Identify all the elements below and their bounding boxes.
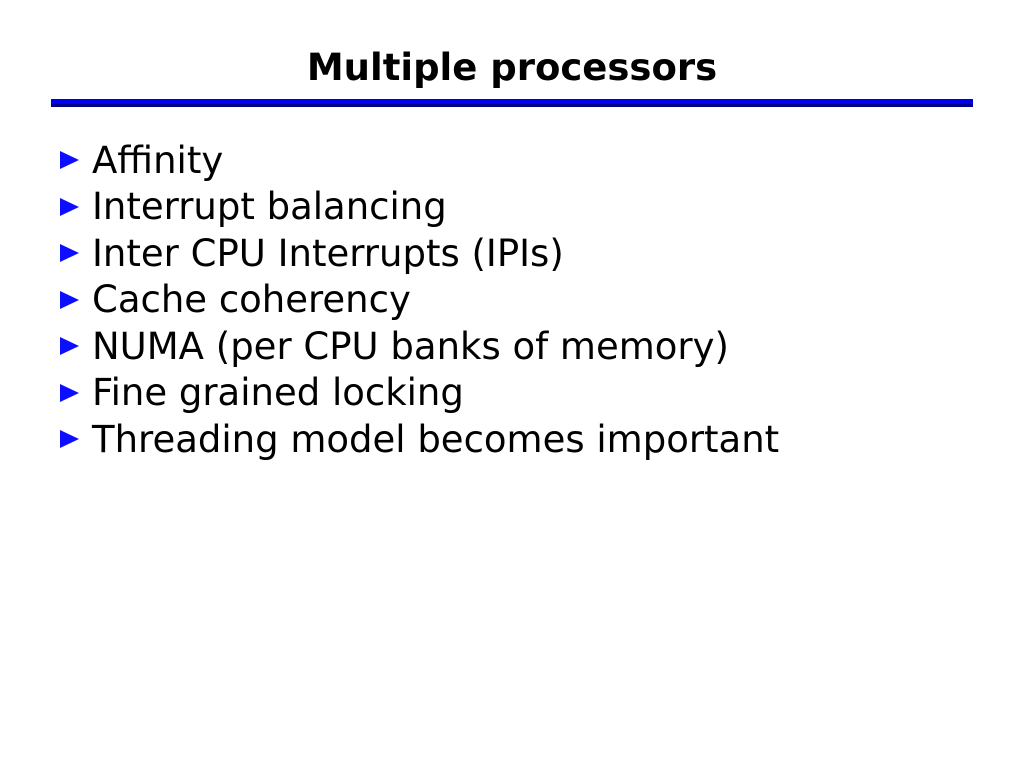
list-item: Interrupt balancing	[60, 184, 779, 231]
bullet-triangle-icon	[60, 383, 79, 402]
list-item: Inter CPU Interrupts (IPIs)	[60, 230, 779, 277]
list-item: Fine grained locking	[60, 370, 779, 417]
list-item-label: Fine grained locking	[92, 371, 464, 415]
bullet-triangle-icon	[60, 197, 79, 216]
page-title: Multiple processors	[306, 46, 718, 89]
list-item-label: Inter CPU Interrupts (IPIs)	[92, 231, 564, 275]
list-item: Threading model becomes important	[60, 416, 779, 463]
list-item: Affinity	[60, 137, 779, 184]
bullet-list: Affinity Interrupt balancing Inter CPU I…	[60, 137, 779, 463]
list-item-label: Affinity	[92, 138, 224, 182]
list-item-label: NUMA (per CPU banks of memory)	[92, 324, 729, 368]
bullet-triangle-icon	[60, 290, 79, 309]
bullet-triangle-icon	[60, 151, 79, 170]
list-item-label: Interrupt balancing	[92, 185, 447, 229]
title-underline-rule	[51, 99, 973, 107]
list-item-label: Threading model becomes important	[92, 417, 780, 461]
list-item: NUMA (per CPU banks of memory)	[60, 323, 779, 370]
bullet-triangle-icon	[60, 337, 79, 356]
list-item: Cache coherency	[60, 277, 779, 324]
list-item-label: Cache coherency	[92, 278, 411, 322]
bullet-triangle-icon	[60, 244, 79, 263]
bullet-triangle-icon	[60, 430, 79, 449]
